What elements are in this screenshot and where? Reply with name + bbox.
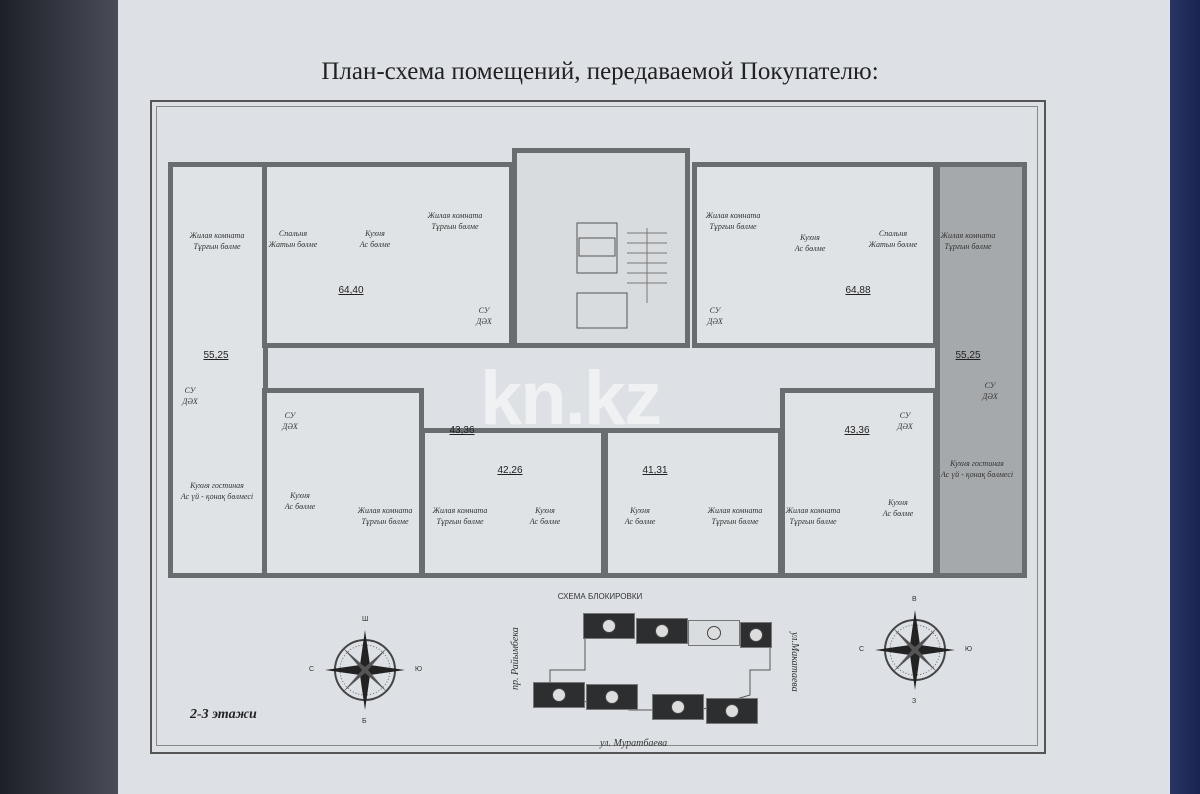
- apartment-8: [780, 388, 938, 578]
- drawing-frame-inner: [156, 106, 1038, 746]
- room-label: Жилая комната Тұрғын бөлме: [707, 506, 763, 526]
- room-label: Спальня Жатын бөлме: [868, 229, 918, 249]
- scheme-title: СХЕМА БЛОКИРОВКИ: [557, 592, 643, 601]
- building-block: [583, 613, 635, 639]
- apartment-6: [420, 428, 606, 578]
- room-label: Кухня Ас бөлме: [284, 491, 316, 511]
- apartment-area: 43,36: [844, 425, 870, 436]
- apartment-area: 41,31: [642, 465, 668, 476]
- apartment-area: 55,25: [203, 350, 229, 361]
- apartment-area: 64,40: [338, 285, 364, 296]
- page-title: План-схема помещений, передаваемой Покуп…: [321, 58, 879, 85]
- room-label: Кухня Ас бөлме: [359, 229, 391, 249]
- room-label: СУ ДӘХ: [707, 306, 723, 326]
- room-label: Кухня Ас бөлме: [882, 498, 914, 518]
- apartment-area: 55,25: [955, 350, 981, 361]
- street-right: ул.Макатаева: [789, 632, 800, 692]
- room-label: Кухня гостиная Ас үй - қонақ бөлмесі: [180, 481, 254, 501]
- room-label: Жилая комната Тұрғын бөлме: [427, 211, 483, 231]
- building-block: [586, 684, 638, 710]
- building-block: [688, 620, 740, 646]
- compass-bottom-label: Б: [362, 718, 367, 725]
- drawing-frame: [150, 100, 1046, 754]
- room-label: Жилая комната Тұрғын бөлме: [432, 506, 488, 526]
- room-label: Жилая комната Тұрғын бөлме: [189, 231, 245, 251]
- room-label: СУ ДӘХ: [282, 411, 298, 431]
- building-block: [636, 618, 688, 644]
- apartment-4: [935, 162, 1027, 578]
- building-block: [652, 694, 704, 720]
- compass-top-label: В: [912, 596, 917, 603]
- room-label: Кухня гостиная Ас үй - қонақ бөлмесі: [940, 459, 1014, 479]
- building-block: [706, 698, 758, 724]
- apartment-area: 64,88: [845, 285, 871, 296]
- room-label: Кухня Ас бөлме: [624, 506, 656, 526]
- watermark: kn.kz: [480, 356, 662, 441]
- compass-left-label: С: [859, 646, 865, 653]
- compass-right-label: Ю: [415, 666, 423, 673]
- apartment-7: [603, 428, 783, 578]
- room-label: СУ ДӘХ: [897, 411, 913, 431]
- room-label: СУ ДӘХ: [182, 386, 198, 406]
- apartment-1: [168, 162, 268, 578]
- room-label: Жилая комната Тұрғын бөлме: [785, 506, 841, 526]
- compass-left-label: С: [309, 666, 315, 673]
- apartment-3: [692, 162, 938, 348]
- stairs-icon: [576, 222, 667, 329]
- building-block: [533, 682, 585, 708]
- room-label: Кухня Ас бөлме: [529, 506, 561, 526]
- compass-right-label: Ю: [965, 646, 973, 653]
- apartment-area: 43,36: [449, 425, 475, 436]
- stair-elevator-core: [512, 148, 690, 348]
- room-label: Жилая комната Тұрғын бөлме: [940, 231, 996, 251]
- room-label: СУ ДӘХ: [982, 381, 998, 401]
- street-bottom: ул. Муратбаева: [600, 738, 668, 749]
- photo-edge-left: [0, 0, 120, 794]
- floor-label: 2-3 этажи: [190, 707, 257, 722]
- apartment-2: [262, 162, 514, 348]
- compass-top-label: Ш: [362, 616, 369, 623]
- compass-bottom-label: З: [912, 698, 917, 705]
- room-label: СУ ДӘХ: [476, 306, 492, 326]
- room-label: Жилая комната Тұрғын бөлме: [357, 506, 413, 526]
- room-label: Спальня Жатын бөлме: [268, 229, 318, 249]
- apartment-area: 42,26: [497, 465, 523, 476]
- street-left: пр. Райымбека: [510, 627, 521, 690]
- room-label: Жилая комната Тұрғын бөлме: [705, 211, 761, 231]
- building-block: [740, 622, 772, 648]
- room-label: Кухня Ас бөлме: [794, 233, 826, 253]
